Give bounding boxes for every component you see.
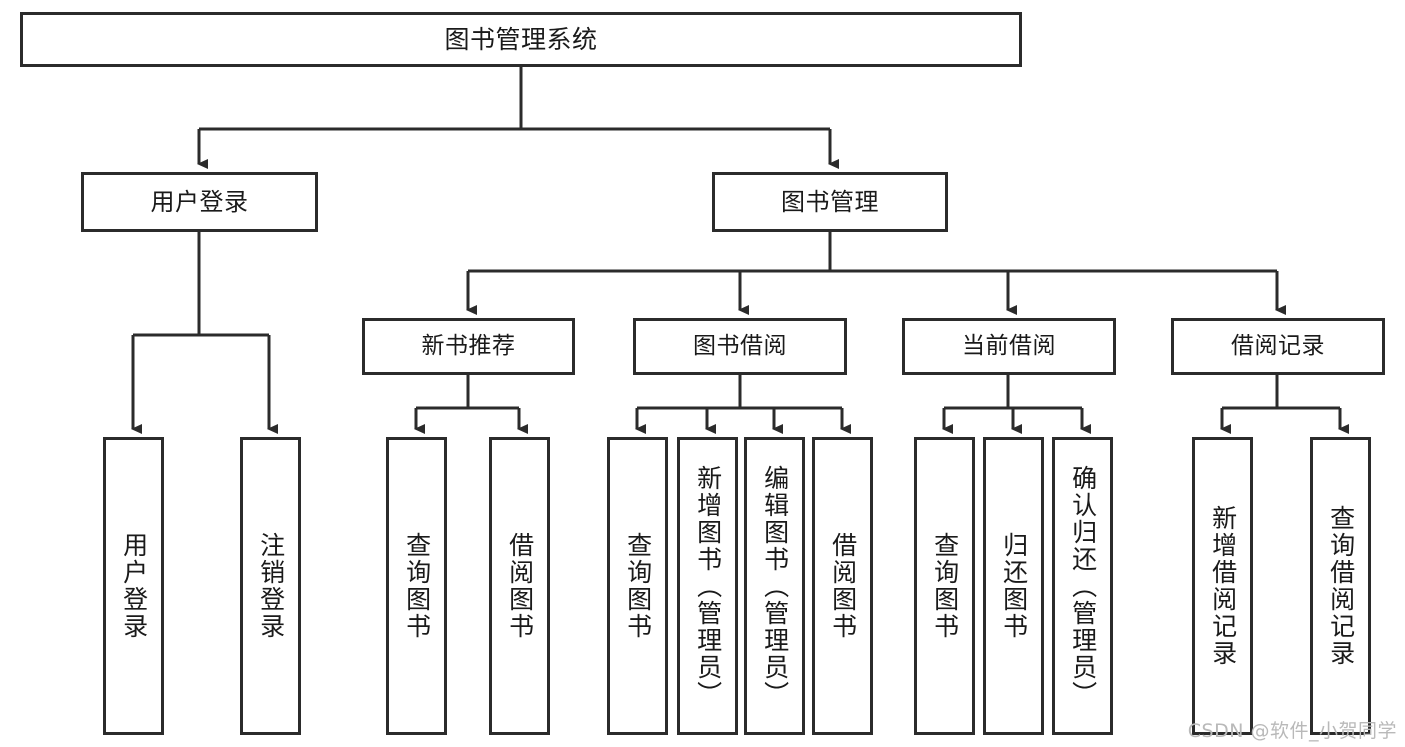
leaf-logout-label: 注销登录 xyxy=(256,532,286,640)
leaf-add-book-admin-label: 新增图书（管理员） xyxy=(693,464,723,708)
leaf-return-book-label: 归还图书 xyxy=(999,532,1029,640)
node-root-system-label: 图书管理系统 xyxy=(444,24,598,54)
leaf-borrow-book-a[interactable]: 借阅图书 xyxy=(489,437,550,735)
node-root-system[interactable]: 图书管理系统 xyxy=(20,12,1022,67)
node-book-manage[interactable]: 图书管理 xyxy=(712,172,948,232)
leaf-query-book-a[interactable]: 查询图书 xyxy=(386,437,447,735)
leaf-edit-book-admin[interactable]: 编辑图书（管理员） xyxy=(744,437,805,735)
leaf-borrow-book-b[interactable]: 借阅图书 xyxy=(812,437,873,735)
leaf-confirm-return-admin[interactable]: 确认归还（管理员） xyxy=(1052,437,1113,735)
leaf-query-borrow-record[interactable]: 查询借阅记录 xyxy=(1310,437,1371,735)
node-user-login-label: 用户登录 xyxy=(150,187,249,216)
node-user-login[interactable]: 用户登录 xyxy=(81,172,318,232)
leaf-borrow-book-b-label: 借阅图书 xyxy=(828,532,858,640)
leaf-query-book-c-label: 查询图书 xyxy=(930,532,960,640)
leaf-return-book[interactable]: 归还图书 xyxy=(983,437,1044,735)
watermark-text: CSDN @软件_小贺同学 xyxy=(1187,720,1397,742)
leaf-user-login[interactable]: 用户登录 xyxy=(103,437,164,735)
leaf-logout[interactable]: 注销登录 xyxy=(240,437,301,735)
node-current-borrow-label: 当前借阅 xyxy=(962,332,1056,359)
leaf-query-book-b[interactable]: 查询图书 xyxy=(607,437,668,735)
leaf-borrow-book-a-label: 借阅图书 xyxy=(505,532,535,640)
node-book-borrow[interactable]: 图书借阅 xyxy=(633,318,847,375)
node-new-book-recommendation[interactable]: 新书推荐 xyxy=(362,318,575,375)
leaf-query-book-a-label: 查询图书 xyxy=(402,532,432,640)
node-book-manage-label: 图书管理 xyxy=(781,187,879,216)
node-current-borrow[interactable]: 当前借阅 xyxy=(902,318,1116,375)
leaf-add-book-admin[interactable]: 新增图书（管理员） xyxy=(677,437,738,735)
leaf-query-book-b-label: 查询图书 xyxy=(623,532,653,640)
leaf-add-borrow-record-label: 新增借阅记录 xyxy=(1208,505,1238,667)
node-borrow-record-label: 借阅记录 xyxy=(1231,332,1325,359)
leaf-confirm-return-admin-label: 确认归还（管理员） xyxy=(1068,464,1098,708)
leaf-add-borrow-record[interactable]: 新增借阅记录 xyxy=(1192,437,1253,735)
leaf-query-borrow-record-label: 查询借阅记录 xyxy=(1326,505,1356,667)
leaf-edit-book-admin-label: 编辑图书（管理员） xyxy=(760,464,790,708)
leaf-query-book-c[interactable]: 查询图书 xyxy=(914,437,975,735)
node-new-book-recommendation-label: 新书推荐 xyxy=(421,332,516,359)
node-borrow-record[interactable]: 借阅记录 xyxy=(1171,318,1385,375)
node-book-borrow-label: 图书借阅 xyxy=(693,332,787,359)
leaf-user-login-label: 用户登录 xyxy=(119,532,149,640)
